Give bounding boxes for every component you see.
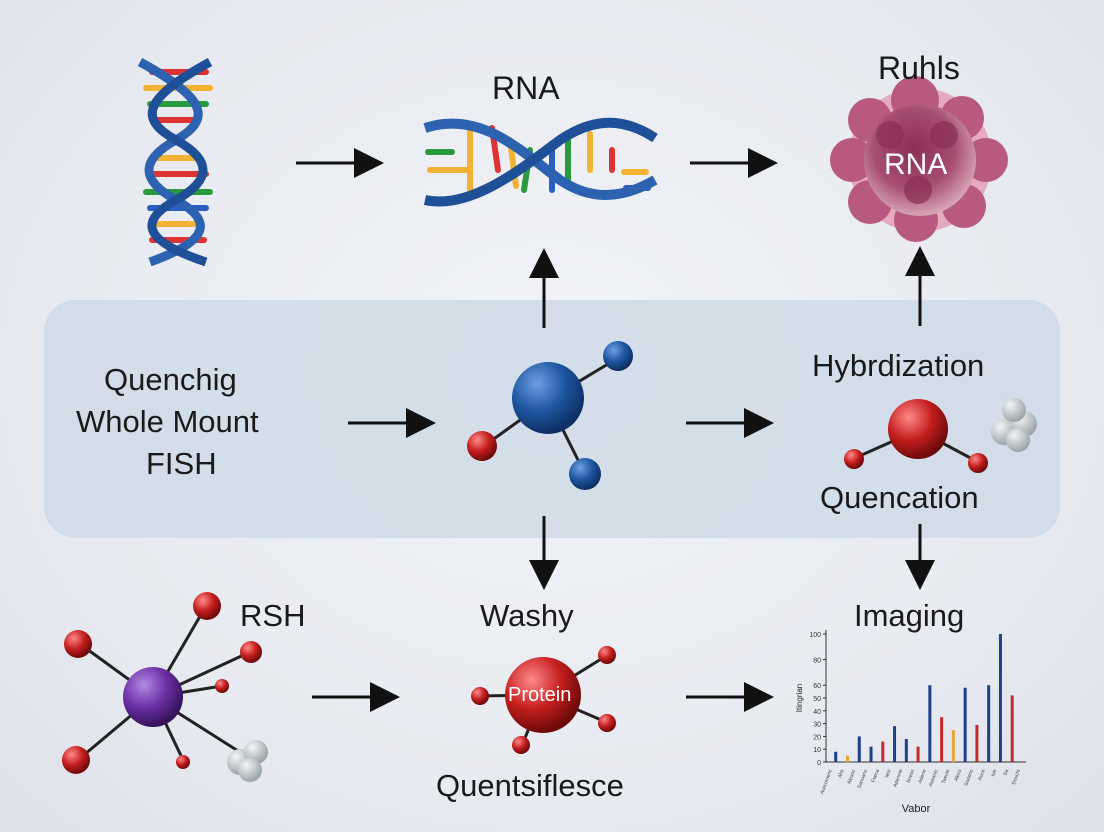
rsh-molecule-icon [62, 592, 268, 782]
chart-bar [869, 746, 873, 762]
chart-y-tick-label: 60 [813, 683, 821, 690]
chart-y-tick-label: 40 [813, 709, 821, 716]
chart-y-tick-label: 50 [813, 696, 821, 703]
label-imaging: Imaging [854, 598, 965, 633]
label-rna-blob: RNA [884, 148, 948, 181]
label-hybrdization: Hybrdization [812, 348, 985, 383]
chart-x-tick-label: Ake [837, 768, 846, 778]
label-rna-top: RNA [492, 70, 560, 106]
chart-x-tick-label: Adene [917, 768, 928, 784]
label-quench-line2: Whole Mount [76, 404, 259, 439]
chart-x-tick-label: Sodonc [963, 768, 975, 786]
chart-y-tick-label: 20 [813, 734, 821, 741]
grey-cluster-icon [991, 398, 1037, 452]
chart-bar [987, 685, 991, 762]
label-quentsiflesce: Quentsiflesce [436, 768, 624, 803]
chart-bar [857, 736, 861, 762]
chart-bar [998, 634, 1002, 762]
chart-y-tick-label: 30 [813, 722, 821, 729]
chart-bar [951, 730, 955, 762]
dna-helix-icon [137, 58, 213, 267]
chart-y-tick-label: 10 [813, 747, 821, 754]
chart-bar [881, 741, 885, 762]
chart-x-tick-label: Iteo [884, 768, 893, 778]
chart-bar [975, 724, 979, 762]
label-quench-line3: FISH [146, 446, 217, 481]
central-molecule-icon [467, 341, 633, 490]
chart-x-tick-label: Alecs [953, 768, 963, 782]
chart-x-tick-label: Doucht [1011, 768, 1022, 786]
rna-helix-icon [423, 117, 658, 207]
chart-y-axis-label: Itingrian [795, 684, 804, 712]
hybridization-molecule-icon [844, 398, 1037, 473]
chart-bar [1010, 695, 1014, 762]
chart-y-tick-label: 80 [813, 658, 821, 665]
chart-bar [904, 738, 908, 762]
label-quencation: Quencation [820, 480, 979, 515]
chart-bar [893, 726, 897, 762]
chart-x-tick-label: Acecomenc [819, 768, 834, 795]
chart-bar [916, 746, 920, 762]
chart-y-tick-label: 100 [809, 632, 821, 639]
chart-bar [846, 755, 849, 762]
chart-bar [928, 685, 932, 762]
chart-x-tick-label: Iotr [990, 768, 998, 777]
label-protein: Protein [508, 684, 572, 706]
chart-x-tick-label: Aosanic [928, 768, 940, 787]
chart-x-tick-label: Taecte [941, 768, 952, 784]
chart-x-tick-label: Auce [977, 768, 987, 781]
rna-cluster-icon [830, 76, 1008, 242]
chart-bar [834, 751, 838, 762]
chart-bar [963, 687, 967, 762]
label-quench-line1: Quenchig [104, 362, 237, 397]
label-ruhls: Ruhls [878, 50, 960, 86]
label-washy: Washy [480, 598, 574, 633]
label-rsh: RSH [240, 598, 306, 633]
chart-x-tick-label: Aleanc [846, 768, 857, 785]
chart-x-tick-label: Sanoanc [857, 768, 870, 789]
chart-bar [940, 717, 944, 762]
chart-x-axis-label: Vabor [902, 803, 931, 815]
grey-cluster-icon [227, 740, 268, 782]
chart-x-tick-label: Sneos [906, 768, 917, 784]
chart-x-tick-label: Sa [1002, 768, 1010, 776]
flow-arrows [296, 148, 935, 712]
protein-molecule-icon [471, 646, 616, 754]
chart-x-tick-label: Fseca [871, 768, 881, 783]
chart-x-tick-label: Adenme [892, 768, 904, 788]
chart-y-tick-label: 0 [817, 760, 821, 767]
